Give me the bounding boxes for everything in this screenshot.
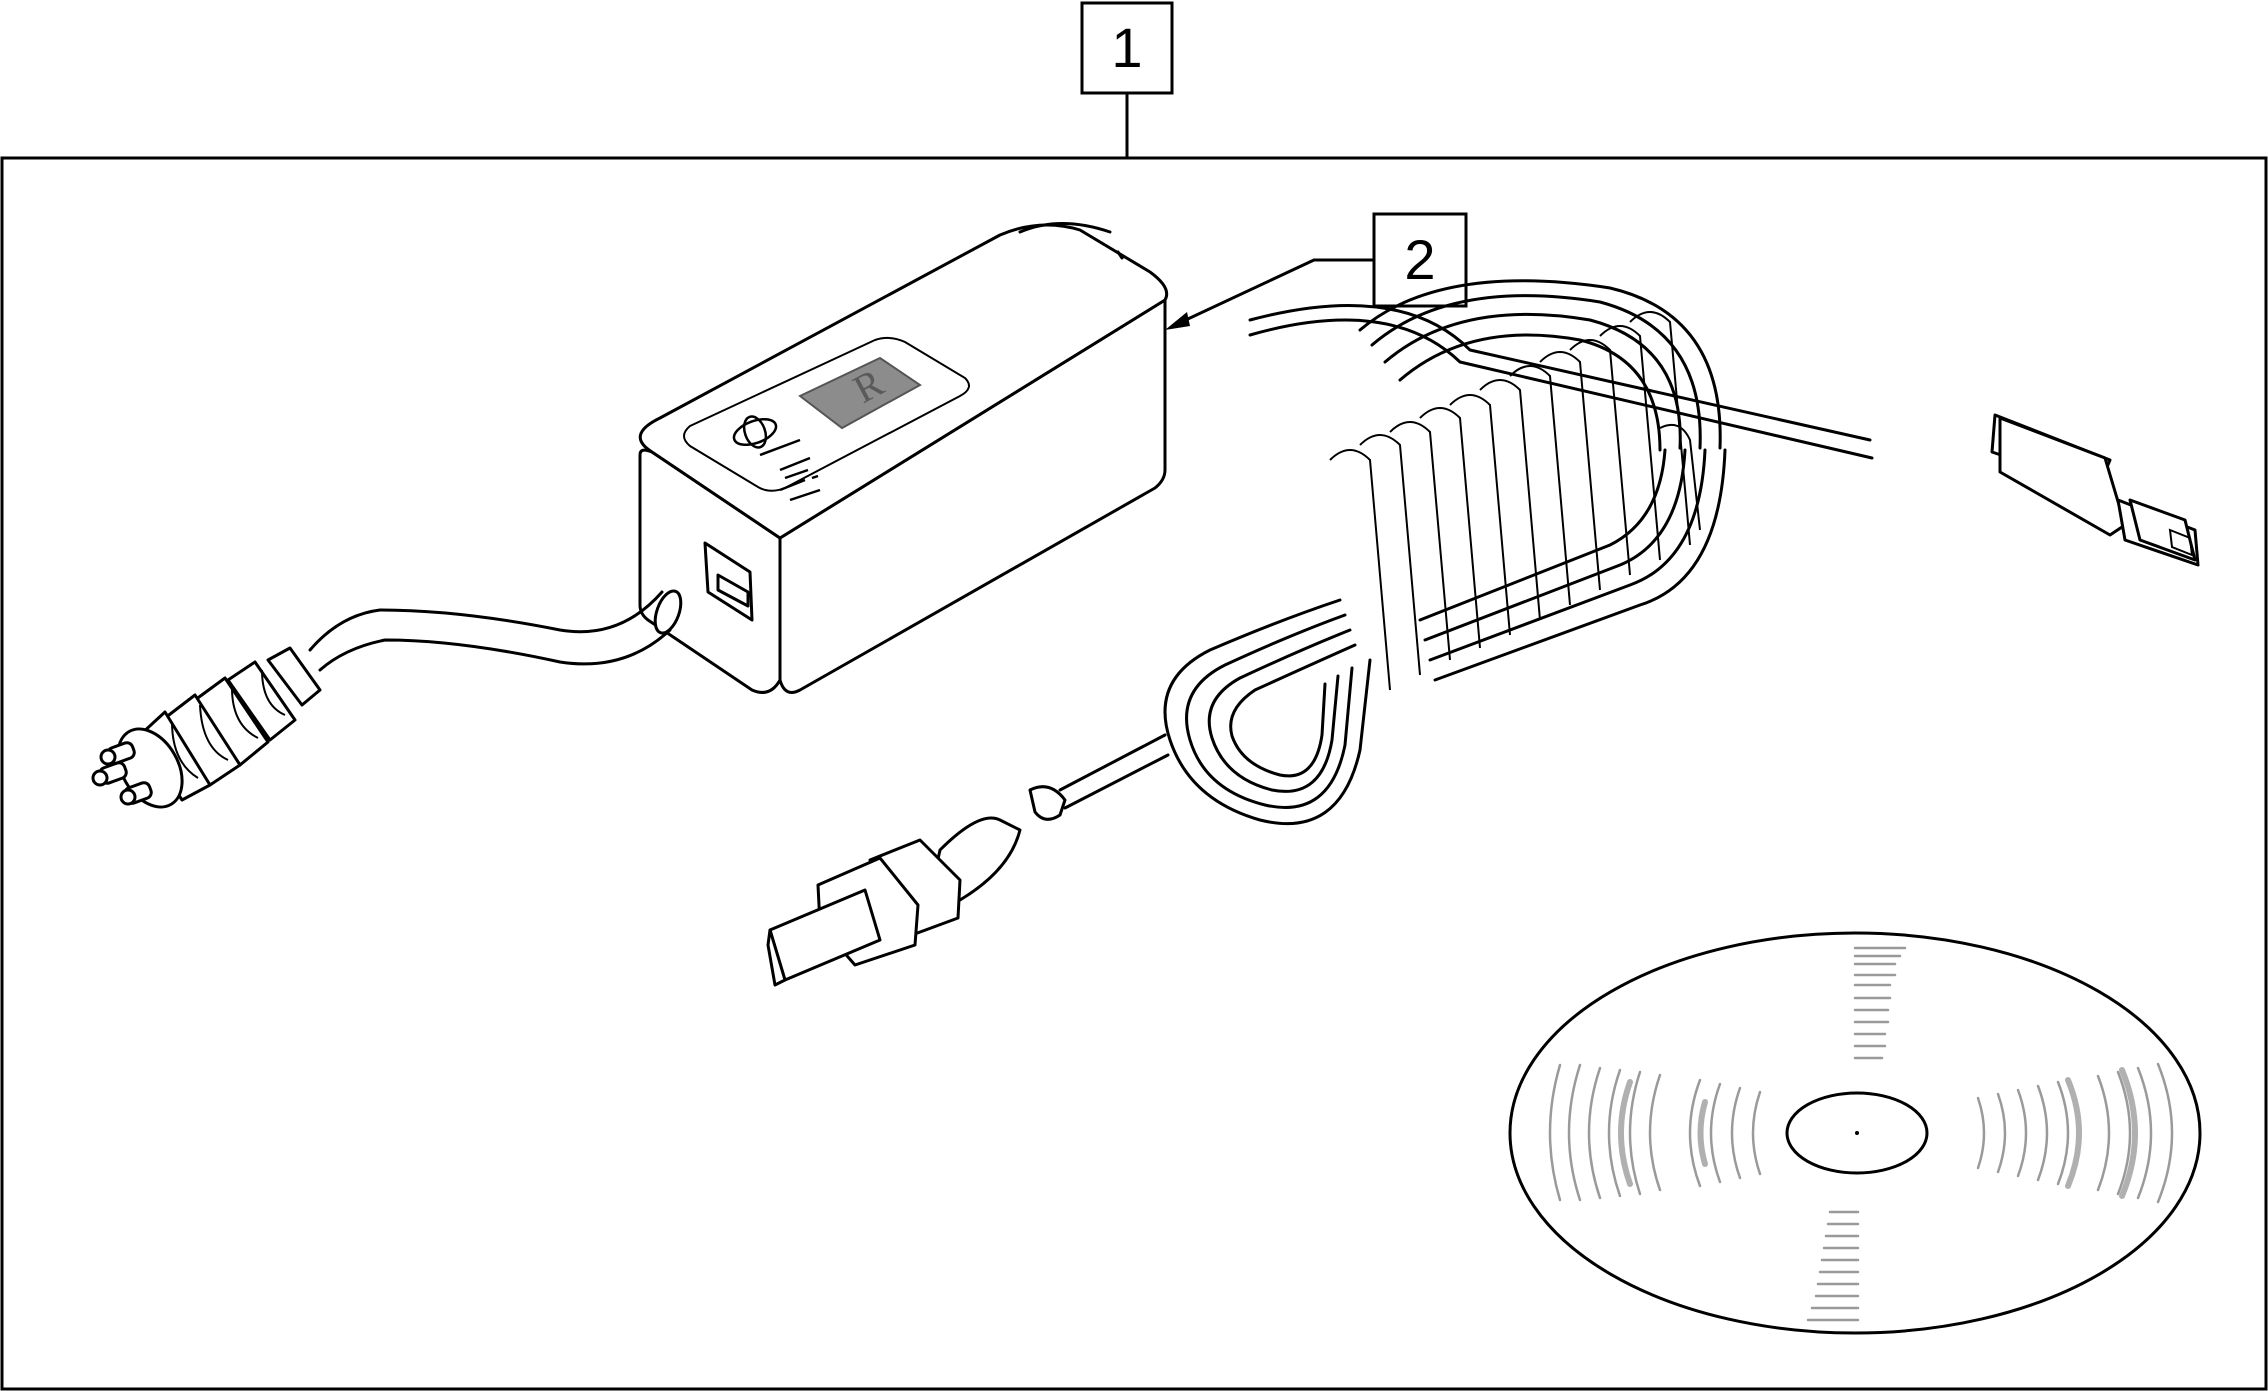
- callout-2-label: 2: [1404, 228, 1435, 291]
- usb-cable-icon: [766, 279, 2200, 987]
- callout-2[interactable]: 2: [1165, 212, 1468, 330]
- round-plug-icon: [91, 590, 672, 809]
- callout-1[interactable]: 1: [1080, 1, 1174, 160]
- charger-box-icon: R: [638, 222, 1169, 694]
- disc-icon: [1508, 931, 2202, 1335]
- assembly-frame: [0, 156, 2268, 1391]
- callout-1-label: 1: [1111, 16, 1142, 79]
